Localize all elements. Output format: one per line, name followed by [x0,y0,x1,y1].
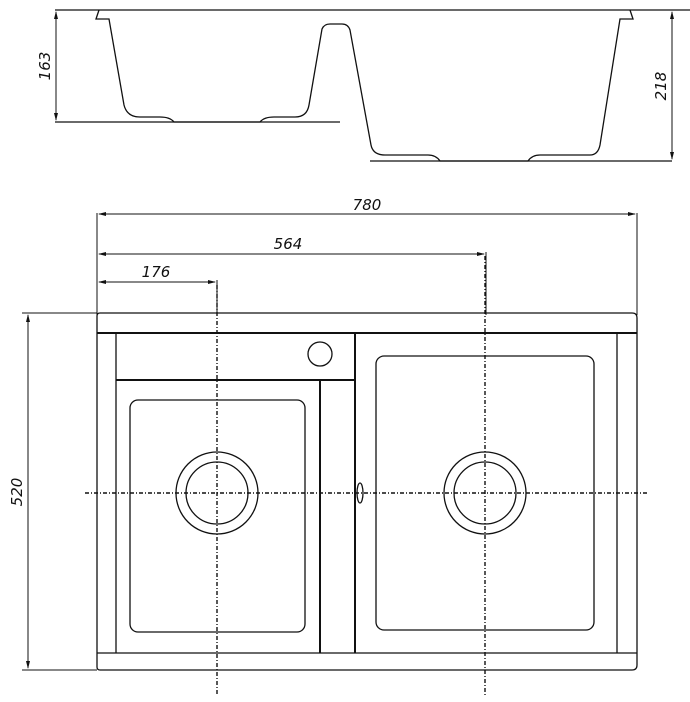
dim-label-right-depth: 218 [652,72,670,101]
dim-label-overall-width: 780 [353,196,382,214]
sink-outline [96,312,638,671]
tap-hole-icon [307,341,333,367]
sink-profile [95,9,634,162]
dim-label-overall-depth: 520 [8,478,26,507]
dim-label-right-drain: 564 [274,235,303,253]
side-view: 163 218 [36,9,690,162]
top-view: 780 564 176 520 [8,196,647,695]
dim-label-left-depth: 163 [36,52,54,81]
dim-label-left-drain: 176 [142,263,171,281]
